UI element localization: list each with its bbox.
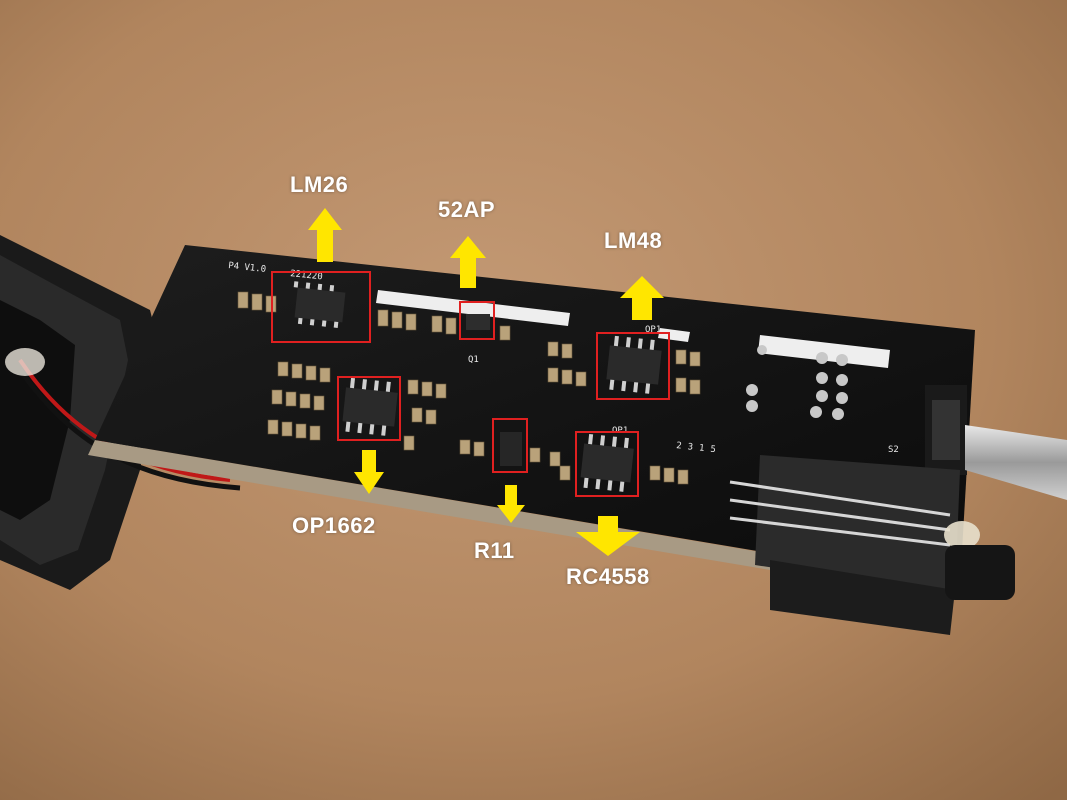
foam-and-led: [729, 455, 1015, 635]
label-lm48: LM48: [604, 228, 663, 253]
smd-components: [237, 291, 701, 485]
chip-lm48: [606, 335, 662, 394]
arrow-down-r11: [497, 485, 525, 523]
ic-chips: [293, 281, 662, 492]
highlight-box-52ap: [459, 301, 495, 340]
arrow-up-52ap: [450, 236, 486, 288]
chip-lm26: [293, 281, 346, 328]
label-52ap: 52AP: [438, 197, 496, 222]
label-lm26: LM26: [290, 172, 349, 197]
highlight-box-rc4558: [575, 431, 639, 497]
chip-rc4558: [580, 433, 634, 492]
highlight-box-op1662: [337, 376, 401, 441]
arrow-up-lm26: [308, 208, 342, 262]
solder-pads: [746, 345, 848, 420]
plastic-housing: [0, 235, 160, 590]
highlight-box-r11: [492, 418, 528, 473]
pcb-edge: [88, 440, 955, 600]
arrow-down-rc4558: [576, 516, 640, 556]
op1-label-top: OP1: [645, 325, 661, 335]
label-op1662: OP1662: [292, 513, 376, 538]
label-rc4558: RC4558: [566, 564, 650, 589]
pcb-board: [95, 245, 975, 585]
label-r11: R11: [474, 538, 515, 563]
highlight-box-lm48: [596, 332, 670, 400]
board-code: 2315: [676, 441, 722, 456]
q1-label: Q1: [468, 355, 479, 365]
chip-op1662: [342, 377, 398, 436]
board-version: P4 V1.0: [228, 261, 267, 275]
arrow-down-op1662: [354, 450, 384, 494]
s2-label: S2: [888, 445, 899, 455]
arrow-up-lm48: [620, 276, 664, 320]
silkscreen-bars: [376, 290, 890, 368]
chip-52ap: [466, 314, 490, 330]
switch-and-rod: [925, 385, 1067, 500]
annotation-arrows: [308, 208, 664, 556]
highlight-boxes: [271, 271, 670, 497]
chip-r11: [500, 432, 522, 466]
highlight-box-lm26: [271, 271, 371, 343]
